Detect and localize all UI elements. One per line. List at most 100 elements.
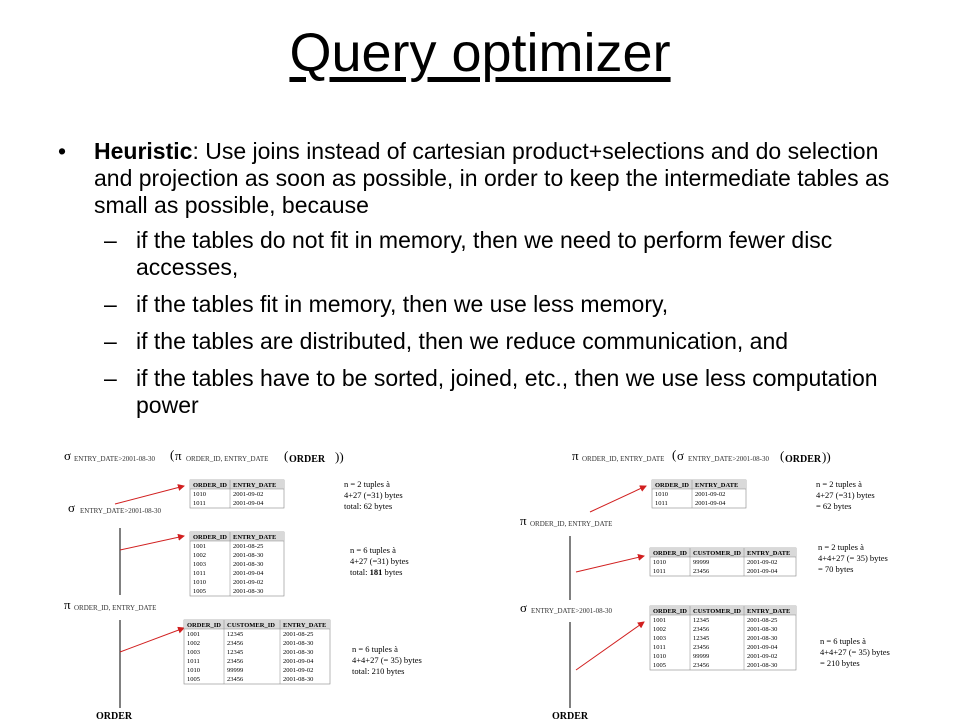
table-header: CUSTOMER_ID — [227, 622, 275, 629]
table-header: ORDER_ID — [653, 608, 687, 615]
table-cell: 2001-09-02 — [233, 491, 263, 498]
table-cell: 1002 — [187, 640, 200, 647]
arrow — [575, 621, 645, 671]
subbullet-1: – if the tables do not fit in memory, th… — [58, 227, 918, 281]
table-cell: 1002 — [193, 552, 206, 559]
left-top-order-relation: ORDER — [289, 454, 326, 465]
paren-open: ( — [170, 447, 174, 462]
right-result-table-2: ORDER_ID CUSTOMER_ID ENTRY_DATE 1010 999… — [649, 547, 797, 577]
subbullet-text: if the tables do not fit in memory, then… — [136, 227, 833, 280]
dash-glyph: – — [104, 365, 117, 391]
subbullet-3: – if the tables are distributed, then we… — [58, 328, 918, 355]
table-cell: 1011 — [653, 644, 666, 651]
annotation-line: total: 62 bytes — [344, 501, 392, 511]
right-query-tree: π ORDER_ID, ENTRY_DATE ( σ ENTRY_DATE>20… — [520, 447, 890, 720]
table-cell: 2001-08-25 — [283, 631, 313, 638]
table-cell: 1011 — [187, 658, 200, 665]
right-top-selection-label: ENTRY_DATE>2001-08-30 — [688, 455, 769, 463]
annotation-line: n = 6 tuples à — [820, 636, 866, 646]
arrow — [119, 626, 185, 653]
table-cell: 1011 — [653, 568, 666, 575]
annotation-line: 4+27 (=31) bytes — [350, 556, 409, 566]
table-header: ENTRY_DATE — [747, 550, 790, 557]
table-cell: 2001-08-25 — [233, 543, 263, 550]
left-query-tree: σ ENTRY_DATE>2001-08-30 ( π ORDER_ID, EN… — [64, 447, 422, 720]
arrow — [119, 533, 185, 551]
pi-symbol: π — [520, 513, 527, 528]
table-cell: 2001-09-04 — [233, 500, 264, 507]
annotation-line: n = 2 tuples à — [816, 479, 862, 489]
annotation-line: = 210 bytes — [820, 658, 860, 668]
table-header: ENTRY_DATE — [233, 482, 276, 489]
dash-glyph: – — [104, 291, 117, 317]
table-header: CUSTOMER_ID — [693, 608, 741, 615]
table-cell: 2001-08-30 — [283, 676, 313, 683]
table-cell: 12345 — [693, 617, 709, 624]
subbullet-2: – if the tables fit in memory, then we u… — [58, 291, 918, 318]
table-cell: 2001-09-04 — [747, 644, 778, 651]
table-cell: 99999 — [693, 653, 709, 660]
slide-title: Query optimizer — [289, 23, 671, 83]
table-cell: 2001-08-30 — [283, 640, 313, 647]
sigma-symbol: σ — [68, 500, 75, 515]
table-cell: 1010 — [655, 491, 668, 498]
table-header: ENTRY_DATE — [747, 608, 790, 615]
left-annotation-3: n = 6 tuples à 4+4+27 (= 35) bytes total… — [352, 644, 422, 676]
bullet-text: : Use joins instead of cartesian product… — [94, 138, 890, 218]
table-cell: 23456 — [693, 568, 710, 575]
table-cell: 1003 — [187, 649, 200, 656]
table-cell: 1010 — [187, 667, 200, 674]
pi-symbol: π — [572, 448, 579, 463]
arrow — [575, 553, 645, 573]
table-cell: 2001-09-04 — [233, 570, 264, 577]
table-cell: 2001-08-30 — [233, 552, 263, 559]
annotation-line: 4+4+27 (= 35) bytes — [820, 647, 890, 657]
left-annotation-1: n = 2 tuples à 4+27 (=31) bytes total: 6… — [344, 479, 403, 511]
left-projection-label: ORDER_ID, ENTRY_DATE — [74, 604, 156, 612]
annotation-line: total: 181 bytes — [350, 567, 402, 577]
table-cell: 1005 — [187, 676, 200, 683]
right-base-order-relation: ORDER — [552, 711, 589, 720]
subbullet-text: if the tables fit in memory, then we use… — [136, 291, 669, 317]
table-cell: 2001-08-25 — [747, 617, 777, 624]
sigma-symbol: σ — [64, 448, 71, 463]
right-projection-label: ORDER_ID, ENTRY_DATE — [530, 520, 612, 528]
table-cell: 1010 — [193, 579, 206, 586]
table-cell: 1003 — [193, 561, 206, 568]
right-top-projection-label: ORDER_ID, ENTRY_DATE — [582, 455, 664, 463]
table-cell: 2001-08-30 — [283, 649, 313, 656]
table-header: ORDER_ID — [193, 534, 227, 541]
left-result-table-1: ORDER_ID ENTRY_DATE 1010 2001-09-02 1011… — [189, 479, 285, 509]
table-cell: 1010 — [193, 491, 206, 498]
table-cell: 2001-08-30 — [747, 662, 777, 669]
table-cell: 23456 — [227, 640, 244, 647]
table-cell: 23456 — [693, 662, 710, 669]
sigma-symbol: σ — [520, 600, 527, 615]
table-cell: 1011 — [193, 500, 206, 507]
bullet-dot: • — [58, 138, 67, 164]
table-cell: 23456 — [227, 676, 244, 683]
table-cell: 1002 — [653, 626, 666, 633]
left-selection-label: ENTRY_DATE>2001-08-30 — [80, 507, 161, 515]
right-annotation-1: n = 2 tuples à 4+27 (=31) bytes = 62 byt… — [816, 479, 875, 511]
annotation-line: n = 6 tuples à — [350, 545, 396, 555]
annotation-line: n = 2 tuples à — [344, 479, 390, 489]
annotation-line: n = 6 tuples à — [352, 644, 398, 654]
annotation-line: 4+4+27 (= 35) bytes — [352, 655, 422, 665]
paren-close: )) — [335, 449, 344, 464]
annotation-line: n = 2 tuples à — [818, 542, 864, 552]
subbullet-text: if the tables are distributed, then we r… — [136, 328, 789, 354]
arrow — [114, 484, 185, 505]
right-annotation-3: n = 6 tuples à 4+4+27 (= 35) bytes = 210… — [820, 636, 890, 668]
dash-glyph: – — [104, 227, 117, 253]
bullet-heuristic: • Heuristic: Use joins instead of cartes… — [58, 138, 918, 219]
right-top-order-relation: ORDER — [785, 454, 822, 465]
left-result-table-3: ORDER_ID CUSTOMER_ID ENTRY_DATE 1001 123… — [183, 619, 331, 685]
annotation-line: = 70 bytes — [818, 564, 854, 574]
table-cell: 1001 — [653, 617, 666, 624]
table-cell: 1011 — [193, 570, 206, 577]
table-cell: 99999 — [227, 667, 243, 674]
subbullet-4: – if the tables have to be sorted, joine… — [58, 365, 918, 419]
table-cell: 1001 — [187, 631, 200, 638]
table-cell: 1005 — [193, 588, 206, 595]
